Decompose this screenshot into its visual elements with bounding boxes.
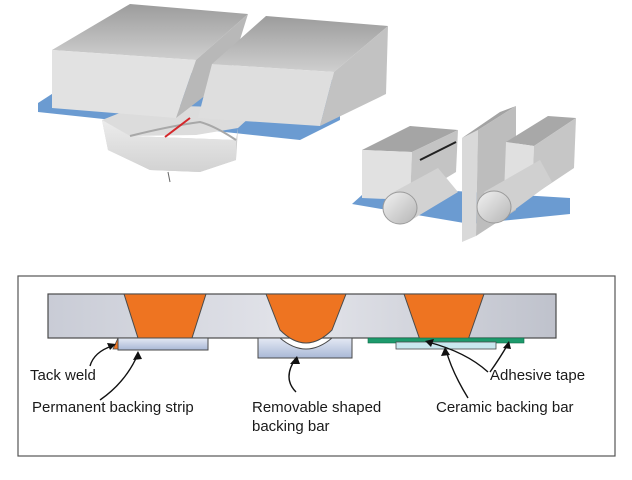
label-removable-shaped: Removable shaped bbox=[252, 399, 381, 416]
arrow-head-ceramic bbox=[441, 347, 450, 356]
weld-gap-line bbox=[419, 141, 457, 161]
cross-section-diagram: Tack weld Permanent backing strip Remova… bbox=[17, 275, 616, 457]
backing-center-line bbox=[167, 171, 171, 183]
label-adhesive-tape: Adhesive tape bbox=[490, 367, 585, 384]
right-plate-bevel bbox=[198, 64, 334, 126]
label-tack-weld: Tack weld bbox=[30, 367, 96, 384]
label-permanent-backing-strip: Permanent backing strip bbox=[32, 399, 194, 416]
removable-shaped-backing-bar bbox=[257, 337, 353, 359]
joint-with-round-bars-illustration bbox=[352, 106, 576, 242]
leader-adhesive-1 bbox=[427, 341, 489, 373]
weld-bead-1 bbox=[123, 293, 207, 339]
arrow-heads bbox=[107, 339, 511, 364]
center-plate-top bbox=[462, 106, 516, 138]
root-weld-line bbox=[164, 117, 191, 138]
round-bar-right-end bbox=[476, 190, 512, 224]
left-plate-front bbox=[52, 50, 196, 118]
label-ceramic-backing-bar: Ceramic backing bar bbox=[436, 399, 574, 416]
arrow-head-adhesive-2 bbox=[503, 341, 511, 349]
backing-block-face bbox=[102, 120, 236, 172]
right-plate-front bbox=[320, 26, 388, 126]
center-plate-front bbox=[462, 130, 478, 242]
joint-with-backing-bar-illustration bbox=[38, 4, 388, 183]
arrow-head-adhesive-1 bbox=[425, 339, 434, 347]
round-bar-left-end bbox=[382, 191, 418, 225]
small-right-block-top bbox=[506, 116, 576, 146]
arrow-head-removable bbox=[290, 356, 300, 364]
right-plate-top bbox=[212, 16, 388, 72]
tack-weld bbox=[112, 337, 119, 350]
weld-bead-2 bbox=[265, 293, 347, 344]
arrow-head-tack bbox=[107, 343, 116, 350]
small-left-block-front bbox=[362, 150, 412, 200]
arrow-head-strip bbox=[133, 351, 142, 360]
label-backing-bar: backing bar bbox=[252, 418, 330, 435]
permanent-backing-strip bbox=[117, 337, 209, 351]
left-plate-top bbox=[52, 4, 248, 60]
small-left-block-top bbox=[362, 126, 458, 152]
backing-groove bbox=[129, 120, 237, 141]
